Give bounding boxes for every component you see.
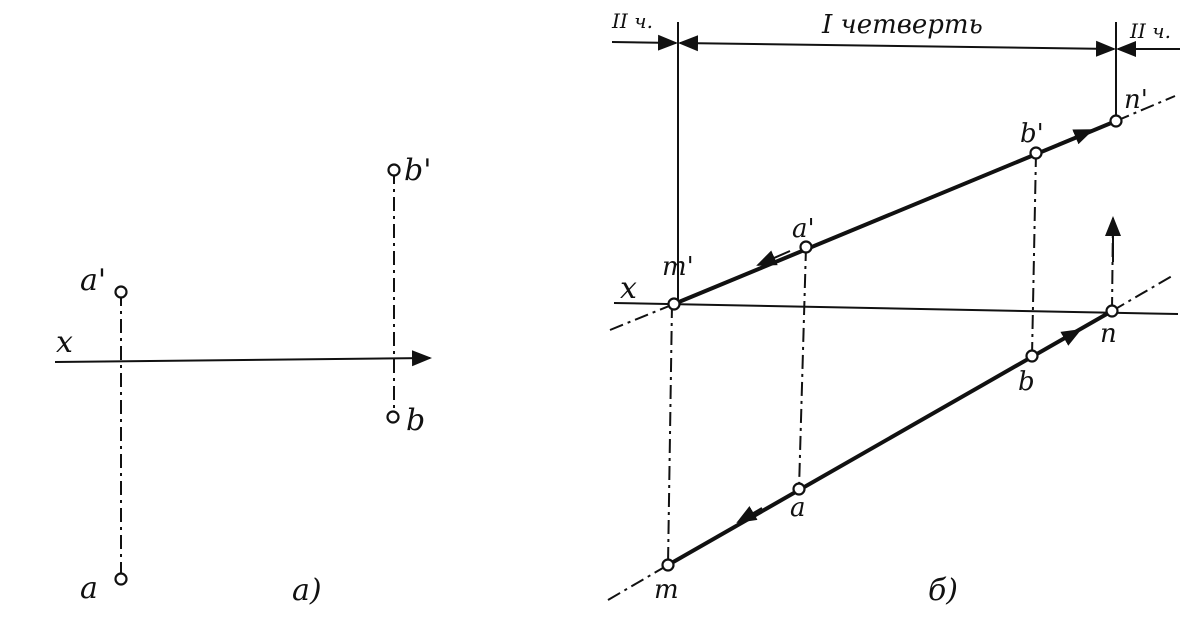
point-a-top [114,572,128,586]
caption-b: б) [928,573,958,608]
point-m-top [661,558,675,572]
label-b-front: b' [404,153,431,188]
front-line-mn [673,119,1117,306]
axis-label-x-b: x [620,271,637,306]
front-ext-left [609,303,675,331]
point-n-front [1109,114,1123,128]
point-n-top [1105,304,1119,318]
link-line-n [1111,217,1114,312]
label-m-top: m [654,575,679,605]
dim-label-right: II ч. [1129,19,1171,43]
dim-middle-arrow [678,35,1116,57]
arrow-top-left [736,506,763,524]
point-a-front [114,285,128,299]
dim-label-middle: I четверть [821,10,983,40]
x-axis-b [613,302,1179,315]
arrow-front-right [1057,129,1094,145]
arrow-front-left [756,250,791,266]
link-line-b-b [1031,152,1037,357]
figure-a: x a' a b' b a) [54,153,432,608]
x-axis-a [54,350,432,367]
arrow-top-right [1047,329,1082,349]
dim-left-arrow [611,34,678,51]
axis-label-x-a: x [56,325,73,360]
point-a-front-b [799,240,813,254]
label-b-front-b: b' [1020,119,1044,149]
label-b-top-b: b [1018,367,1035,397]
label-a-top-b: a [790,493,806,523]
top-ext-left [607,564,669,601]
caption-a: a) [292,573,322,608]
label-n-front: n' [1124,85,1148,115]
front-ext-right [1115,95,1176,122]
figure-b: II ч. I четверть II ч. x [607,9,1180,608]
label-m-front: m' [662,252,694,282]
point-b-top-b [1025,349,1039,363]
point-b-front [387,163,401,177]
label-a-top: a [80,571,98,606]
top-ext-right [1111,275,1173,312]
label-a-front-b: a' [792,214,815,244]
top-line-mn [667,309,1113,567]
point-a-top-b [792,482,806,496]
link-line-a-b [798,246,807,490]
point-b-top [386,410,400,424]
label-b-top: b [406,403,425,438]
label-a-front: a' [80,263,106,298]
link-line-m [667,303,673,566]
point-m-front [667,297,681,311]
dim-label-left: II ч. [611,9,653,33]
label-n-top: n [1100,319,1117,349]
point-b-front-b [1029,146,1043,160]
